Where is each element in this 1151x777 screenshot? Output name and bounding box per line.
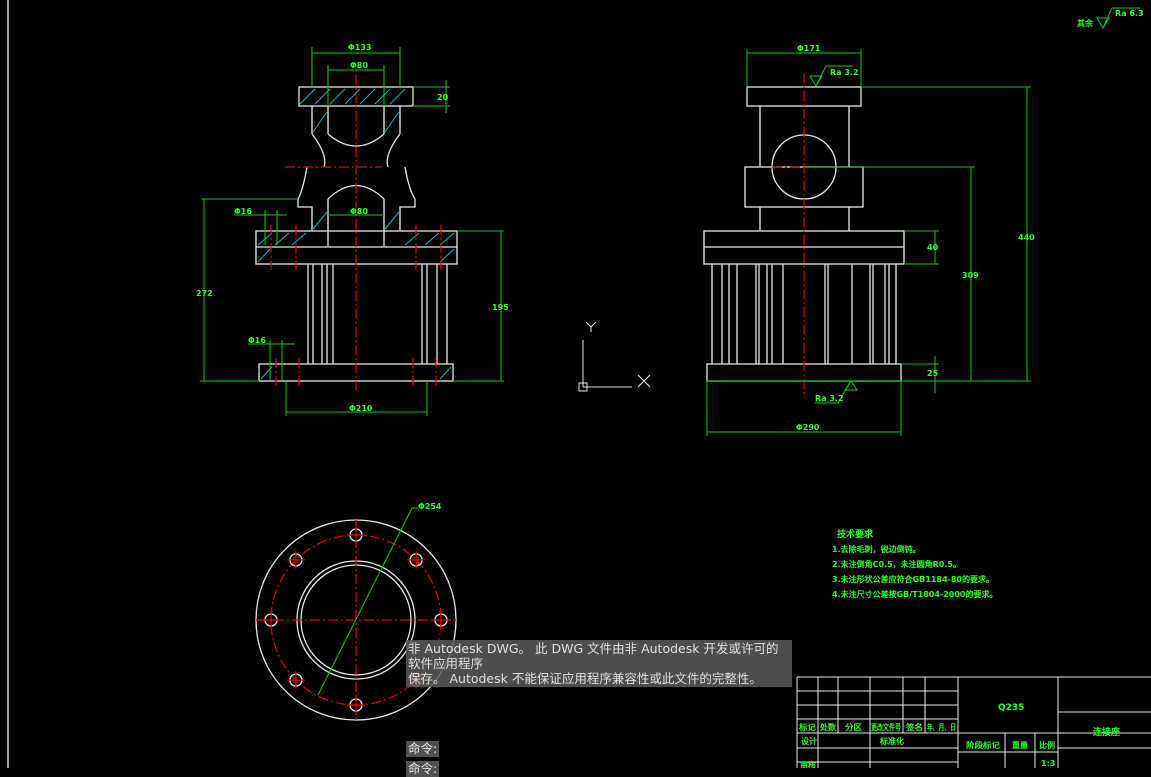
roughness-top: Ra 3.2 [830, 68, 859, 77]
side-view: Φ171 440 309 40 25 Φ290 Ra 3.2 Ra 3.2 [703, 44, 1035, 436]
flange-top-view: Φ254 [255, 502, 457, 721]
bolt-centerline [286, 550, 305, 569]
stage-mark-label: 阶段标记 [966, 740, 1000, 750]
dim-phi254: Φ254 [418, 502, 442, 511]
dim-phi290: Φ290 [796, 423, 820, 432]
roughness-bottom: Ra 3.2 [815, 394, 844, 403]
header-sign: 签名 [905, 722, 923, 732]
title-block: 标记 处数 分区 更改文件号 签名 年、月、日 设计 标准化 审核 Q235 连… [796, 676, 1151, 768]
part-name: 连接座 [1093, 726, 1120, 738]
front-section-view: Φ133 Φ80 20 Φ16 Φ80 272 195 Φ16 Φ210 [196, 43, 509, 416]
tech-item: 2.未注倒角C0.5，未注圆角R0.5。 [832, 559, 961, 569]
warning-line-2: 保存。 Autodesk 不能保证应用程序兼容性或此文件的完整性。 [408, 671, 762, 686]
tech-item: 4.未注尺寸公差按GB/T1804-2000的要求。 [832, 589, 998, 599]
weight-label: 重量 [1012, 740, 1028, 750]
material: Q235 [998, 703, 1024, 713]
scale-label: 比例 [1039, 740, 1055, 750]
dim-195: 195 [492, 303, 509, 312]
dim-phi171: Φ171 [797, 44, 821, 53]
dim-phi16-top: Φ16 [234, 207, 252, 216]
dim-40: 40 [927, 243, 939, 252]
command-history: 非 Autodesk DWG。 此 DWG 文件由非 Autodesk 开发或许… [406, 640, 792, 687]
command-input[interactable]: 命令: [406, 761, 440, 777]
header-mark: 标记 [798, 722, 816, 732]
header-zone: 分区 [845, 722, 862, 732]
dim-phi210: Φ210 [349, 404, 373, 413]
tech-title: 技术要求 [837, 528, 874, 540]
command-prompt: 命令: [406, 741, 440, 757]
dim-440: 440 [1018, 233, 1035, 242]
dim-phi80-top: Φ80 [350, 61, 368, 70]
ucs-icon [578, 321, 651, 392]
tech-item: 1.去除毛刺，锐边倒钝。 [832, 544, 921, 554]
dim-phi16-bottom: Φ16 [248, 336, 266, 345]
dim-phi133: Φ133 [348, 43, 372, 52]
warning-line-1: 非 Autodesk DWG。 此 DWG 文件由非 Autodesk 开发或许… [408, 641, 779, 671]
dim-272: 272 [196, 289, 213, 298]
dim-phi80-mid: Φ80 [350, 207, 368, 216]
scale-value: 1:3 [1041, 759, 1055, 768]
roughness-general: Ra 6.3 [1115, 9, 1144, 18]
dim-20: 20 [437, 93, 449, 102]
review-label: 审核 [800, 760, 816, 768]
general-roughness: 其余 Ra 6.3 [1077, 7, 1144, 29]
design-label: 设计 [801, 736, 817, 746]
tech-item: 3.未注形状公差应符合GB1184-80的要求。 [832, 574, 994, 584]
bolt-centerline [407, 550, 426, 569]
standardize-label: 标准化 [879, 736, 904, 746]
header-date: 年、月、日 [927, 722, 956, 732]
roughness-prefix: 其余 [1077, 18, 1094, 28]
bolt-centerline [286, 671, 305, 690]
dim-25: 25 [927, 369, 939, 378]
technical-requirements: 技术要求 1.去除毛刺，锐边倒钝。 2.未注倒角C0.5，未注圆角R0.5。 3… [832, 528, 998, 599]
header-count: 处数 [819, 722, 837, 732]
dim-309: 309 [962, 271, 979, 280]
header-change-doc: 更改文件号 [871, 722, 901, 732]
